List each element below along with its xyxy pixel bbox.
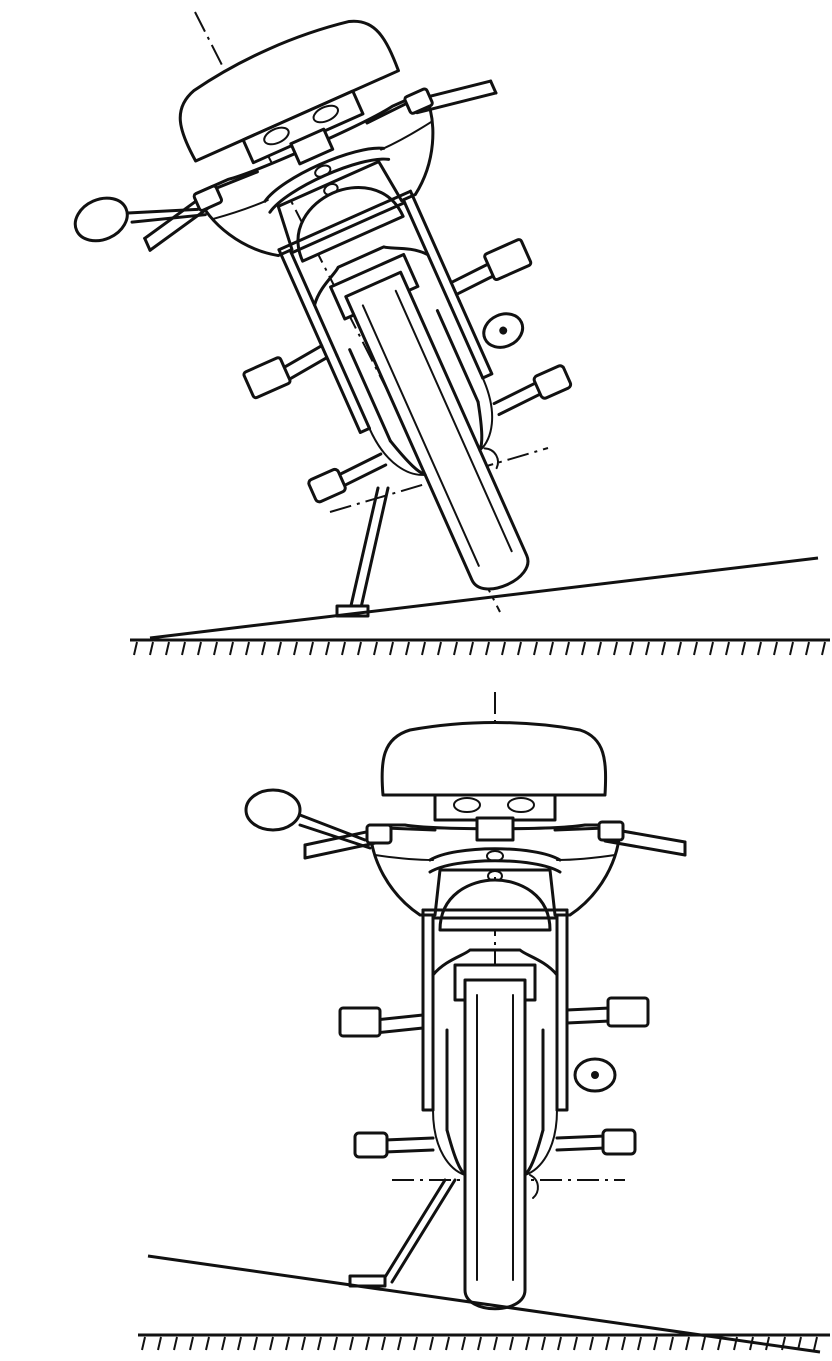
hatch-mark — [213, 641, 218, 656]
hatch-mark — [349, 1336, 354, 1351]
hatch-mark — [197, 641, 202, 656]
hatch-mark — [189, 1336, 194, 1351]
hatch-mark — [701, 1336, 706, 1351]
hatch-mark — [637, 1336, 642, 1351]
hatch-mark — [797, 1336, 802, 1351]
hatch-mark — [381, 1336, 386, 1351]
hatch-mark — [549, 641, 554, 656]
hatch-mark — [789, 641, 794, 656]
hatch-mark — [805, 641, 810, 656]
hatch-mark — [341, 641, 346, 656]
hatch-mark — [533, 641, 538, 656]
hatch-mark — [277, 641, 282, 656]
ground-hatching — [141, 1336, 818, 1351]
hatch-mark — [397, 1336, 402, 1351]
hatch-mark — [181, 641, 186, 656]
hatch-mark — [589, 1336, 594, 1351]
hatch-mark — [765, 1336, 770, 1351]
hatch-mark — [285, 1336, 290, 1351]
ground-hatching — [133, 641, 826, 656]
hatch-mark — [621, 1336, 626, 1351]
hatch-mark — [317, 1336, 322, 1351]
hatch-mark — [293, 641, 298, 656]
side-stand — [380, 1178, 447, 1284]
hatch-mark — [405, 641, 410, 656]
hatch-mark — [645, 641, 650, 656]
hatch-mark — [437, 641, 442, 656]
hatch-mark — [141, 1336, 146, 1351]
hatch-mark — [541, 1336, 546, 1351]
hatch-mark — [485, 641, 490, 656]
hatch-mark — [477, 1336, 482, 1351]
hatch-mark — [725, 641, 730, 656]
hatch-mark — [509, 1336, 514, 1351]
hatch-mark — [653, 1336, 658, 1351]
hatch-mark — [821, 641, 826, 656]
hatch-mark — [597, 641, 602, 656]
hatch-mark — [661, 641, 666, 656]
hatch-mark — [333, 1336, 338, 1351]
hatch-mark — [365, 1336, 370, 1351]
hatch-mark — [773, 641, 778, 656]
hatch-mark — [413, 1336, 418, 1351]
hatch-mark — [429, 1336, 434, 1351]
figure-upright-motorcycle — [138, 692, 830, 1354]
hatch-mark — [221, 1336, 226, 1351]
hatch-mark — [693, 641, 698, 656]
figure-tilted-motorcycle — [39, 0, 830, 688]
hatch-mark — [581, 641, 586, 656]
hatch-mark — [717, 1336, 722, 1351]
hatch-mark — [157, 1336, 162, 1351]
hatch-mark — [741, 641, 746, 656]
hatch-mark — [149, 641, 154, 656]
hatch-mark — [573, 1336, 578, 1351]
hatch-mark — [237, 1336, 242, 1351]
hatch-mark — [749, 1336, 754, 1351]
hatch-mark — [525, 1336, 530, 1351]
hatch-mark — [629, 641, 634, 656]
hatch-mark — [253, 1336, 258, 1351]
hatch-mark — [493, 1336, 498, 1351]
hatch-mark — [813, 1336, 818, 1351]
hatch-mark — [261, 641, 266, 656]
hatch-mark — [605, 1336, 610, 1351]
hatch-mark — [613, 641, 618, 656]
hatch-mark — [453, 641, 458, 656]
hatch-mark — [565, 641, 570, 656]
hatch-mark — [733, 1336, 738, 1351]
hatch-mark — [781, 1336, 786, 1351]
hatch-mark — [445, 1336, 450, 1351]
hatch-mark — [205, 1336, 210, 1351]
hatch-mark — [757, 641, 762, 656]
hatch-mark — [389, 641, 394, 656]
hatch-mark — [373, 641, 378, 656]
hatch-mark — [669, 1336, 674, 1351]
hatch-mark — [517, 641, 522, 656]
hatch-mark — [421, 641, 426, 656]
hatch-mark — [677, 641, 682, 656]
side-stand — [358, 486, 390, 614]
slope-line — [149, 556, 819, 640]
hatch-mark — [357, 641, 362, 656]
hatch-mark — [709, 641, 714, 656]
hatch-mark — [173, 1336, 178, 1351]
hatch-mark — [309, 641, 314, 656]
hatch-mark — [685, 1336, 690, 1351]
hatch-mark — [469, 641, 474, 656]
hatch-mark — [461, 1336, 466, 1351]
hatch-mark — [229, 641, 234, 656]
hatch-mark — [165, 641, 170, 656]
hatch-mark — [133, 641, 138, 656]
hatch-mark — [301, 1336, 306, 1351]
hatch-mark — [557, 1336, 562, 1351]
hatch-mark — [325, 641, 330, 656]
hatch-mark — [501, 641, 506, 656]
hatch-mark — [245, 641, 250, 656]
hatch-mark — [269, 1336, 274, 1351]
